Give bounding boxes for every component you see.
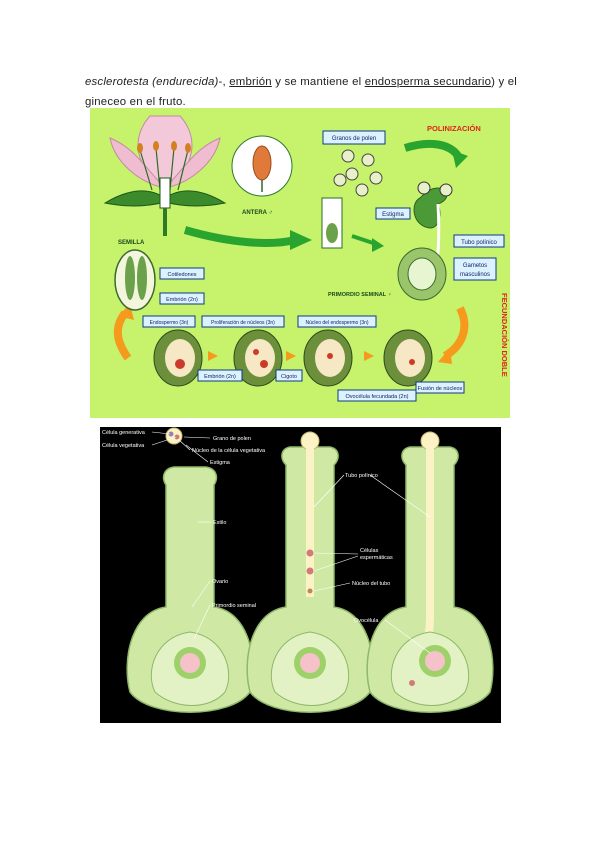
style-label: Estilo (213, 520, 226, 526)
pollen-tube-figure: Célula generativa Célula vegetativa Gran… (100, 427, 501, 723)
zygote-label: Cigoto (281, 374, 297, 380)
pollen-tube-label-2: Tubo polínico (345, 473, 378, 479)
male-gametes-label: Gametos (463, 263, 487, 269)
proliferation-box (201, 315, 285, 328)
ovule-primordium-label: Primordio seminal (212, 603, 256, 609)
endosperm-nucleus-label: Núcleo del endospermo (3n) (305, 320, 368, 326)
ovary-label: Ovario (212, 579, 228, 585)
anther-illustration (231, 135, 293, 197)
flower-illustration (103, 115, 227, 236)
figure2-leader-lines (151, 431, 431, 654)
term-embrion: embrión (229, 76, 272, 88)
anther-label: ANTERA ♂ (242, 210, 273, 216)
reproduction-cycle-figure: ANTERA ♂ Granos de polen POLINIZACIÓN FE… (90, 108, 510, 418)
cotyledons-label: Cotiledones (167, 272, 196, 278)
flower-to-ovule-arrow (183, 226, 296, 247)
endosperm-label: Endospermo (3n) (150, 320, 189, 326)
development-stages (153, 329, 433, 387)
pistil-stage-2 (246, 431, 374, 713)
pistil-illustration (397, 181, 453, 301)
polinizacion-title: POLINIZACIÓN (427, 124, 481, 133)
nuclear-fusion-label: Fusión de núcleos (418, 386, 463, 392)
vegetative-nucleus-label: Núcleo de la célula vegetativa (192, 448, 266, 454)
seed-title: SEMILLA (118, 240, 145, 246)
embryo-label-a: Embrión (2n) (166, 297, 198, 303)
ovocell-label: Ovocélula (354, 618, 379, 624)
stigma-label: Estigma (382, 212, 404, 218)
pollen-grain-label: Grano de polen (213, 436, 251, 442)
fecundacion-title: FECUNDACIÓN DOBLE (500, 293, 509, 377)
pollen-grains-cluster (333, 149, 383, 197)
term-endosperma: endosperma secundario (364, 76, 492, 88)
pistil-stage-1 (126, 427, 254, 713)
male-gametes-label-2: masculinos (460, 272, 490, 278)
cotyledons-box (159, 267, 205, 280)
embryo-box-b (197, 369, 243, 382)
endosperm-nucleus-box (297, 315, 377, 328)
endosperm-box (142, 315, 196, 328)
nuclear-fusion-box (415, 381, 465, 394)
fertilized-ovocell-label: Ovocélula fecundada (2n) (346, 394, 409, 400)
body-paragraph: esclerotesta (endurecida)-, embrión y se… (85, 76, 518, 108)
pollen-grains-box (322, 130, 386, 145)
generative-cell-label: Célula generativa (102, 430, 146, 436)
proliferation-label: Proliferación de núcleos (3n) (211, 320, 275, 326)
primordio-label: PRIMORDIO SEMINAL ♀ (328, 292, 392, 298)
ovule-small-illustration (321, 197, 343, 249)
sperm-cells-label-2: espermáticas (360, 555, 393, 561)
embryo-label-b: Embrión (2n) (204, 374, 236, 380)
pollen-tube-label: Tubo polínico (461, 240, 497, 246)
fertilized-ovocell-box (337, 389, 417, 402)
male-gametes-box (453, 257, 497, 281)
stigma-box (375, 207, 411, 220)
pollen-grains-label: Granos de polen (332, 136, 376, 142)
stigma-label-2: Estigma (210, 460, 231, 466)
seed-illustration (114, 249, 156, 311)
embryo-box-a (159, 292, 205, 305)
pollen-tube-box (453, 234, 505, 248)
term-esclerotesta: esclerotesta (endurecida) (85, 76, 219, 88)
tube-nucleus-label: Núcleo del tubo (352, 581, 390, 587)
pistil-stage-3 (366, 431, 494, 713)
zygote-box (275, 369, 303, 382)
sperm-cells-label: Células (360, 548, 379, 554)
vegetative-cell-label: Célula vegetativa (102, 443, 145, 449)
figure2-labels: Célula generativa Célula vegetativa Gran… (102, 430, 393, 624)
